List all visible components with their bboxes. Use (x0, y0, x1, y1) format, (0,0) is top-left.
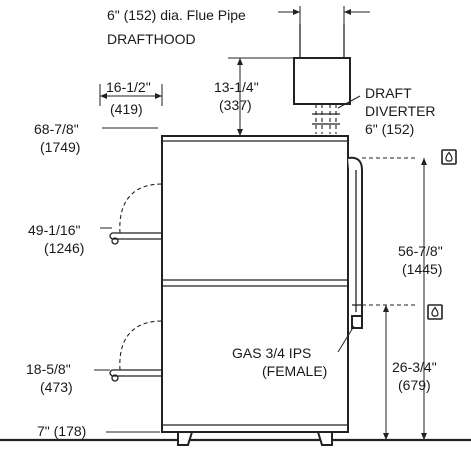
flue-pipe-label: 6" (152) dia. Flue Pipe (107, 7, 246, 23)
leg-height-label: 7" (178) (37, 423, 86, 439)
lower-shelf-mm-label: (473) (40, 379, 73, 395)
diverter-label: DIVERTER (365, 103, 436, 119)
width-mm-label: (419) (110, 101, 143, 117)
drafthood-box (293, 57, 351, 105)
lower-door-shelf (109, 320, 163, 382)
lower-shelf-inches-label: 18-5/8" (26, 361, 71, 377)
width-dimension (99, 84, 163, 106)
lower-gas-dimension (362, 304, 416, 440)
lower-gas-mm-label: (679) (398, 377, 431, 393)
gas-pipe-curve (347, 156, 363, 318)
lower-shelf-knob (111, 374, 119, 382)
upper-gas-mm-label: (1445) (402, 261, 442, 277)
drafthood-label: DRAFTHOOD (107, 31, 196, 47)
lower-gas-arrow-top (383, 305, 389, 312)
front-leg (177, 431, 194, 446)
oven-cabinet (161, 135, 349, 433)
flue-height-mm-label: (337) (219, 97, 252, 113)
lower-door-swing (119, 320, 163, 371)
width-inches-label: 16-1/2" (106, 79, 151, 95)
gas-connection-label: GAS 3/4 IPS (232, 345, 311, 361)
flue-diameter-dimension (278, 6, 370, 24)
gas-female-label: (FEMALE) (262, 363, 327, 379)
width-arrow-left (100, 93, 107, 99)
diverter-leader (337, 95, 361, 109)
upper-gas-arrow-top (421, 158, 427, 165)
gas-label-leader (337, 325, 355, 353)
upper-door-swing (119, 183, 163, 234)
gas-pipe (347, 156, 363, 329)
overall-height-mm-label: (1749) (40, 139, 80, 155)
upper-gas-arrow-bottom (421, 433, 427, 440)
flue-dim-arrow-left (293, 9, 300, 15)
lower-shelf-lip (109, 369, 113, 377)
flue-dim-arrow-right (344, 9, 351, 15)
draft-label: DRAFT (365, 85, 412, 101)
gas-connection-icon (441, 149, 457, 165)
flue-height-arrow-bottom (237, 129, 243, 136)
upper-gas-inches-label: 56-7/8" (398, 243, 443, 259)
upper-shelf-lip (109, 232, 113, 240)
rear-leg (316, 431, 333, 446)
upper-door-shelf (109, 183, 163, 245)
diverter-size-label: 6" (152) (365, 121, 414, 137)
gas-inlet-fitting (351, 315, 363, 329)
width-arrow-right (155, 93, 162, 99)
flue-height-inches-label: 13-1/4" (214, 79, 259, 95)
upper-shelf-inches-label: 49-1/16" (28, 222, 80, 238)
drafthood (293, 24, 351, 134)
flue-height-dimension (228, 57, 294, 136)
gas-connection-icon (427, 304, 443, 320)
overall-height-inches-label: 68-7/8" (34, 121, 79, 137)
lower-gas-arrow-bottom (383, 433, 389, 440)
upper-gas-dimension (362, 157, 427, 440)
upper-shelf-mm-label: (1246) (44, 240, 84, 256)
oven-body (161, 135, 349, 446)
flue-height-arrow-top (237, 58, 243, 65)
upper-shelf-knob (111, 237, 119, 245)
lower-gas-inches-label: 26-3/4" (392, 359, 437, 375)
